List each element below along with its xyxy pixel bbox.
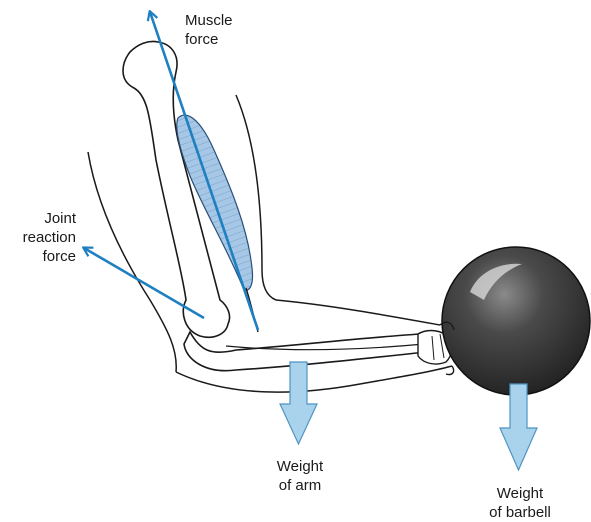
weight-of-arm-arrow bbox=[280, 362, 317, 444]
weight-of-arm-label: Weight of arm bbox=[256, 457, 344, 495]
weight-of-barbell-arrow bbox=[500, 384, 537, 470]
forearm-top-outline bbox=[276, 300, 440, 325]
muscle-force-label: Muscle force bbox=[185, 11, 233, 49]
barbell-weight bbox=[442, 247, 590, 395]
joint-reaction-force-label: Joint reaction force bbox=[20, 209, 76, 266]
weight-of-barbell-label: Weight of barbell bbox=[472, 484, 568, 522]
